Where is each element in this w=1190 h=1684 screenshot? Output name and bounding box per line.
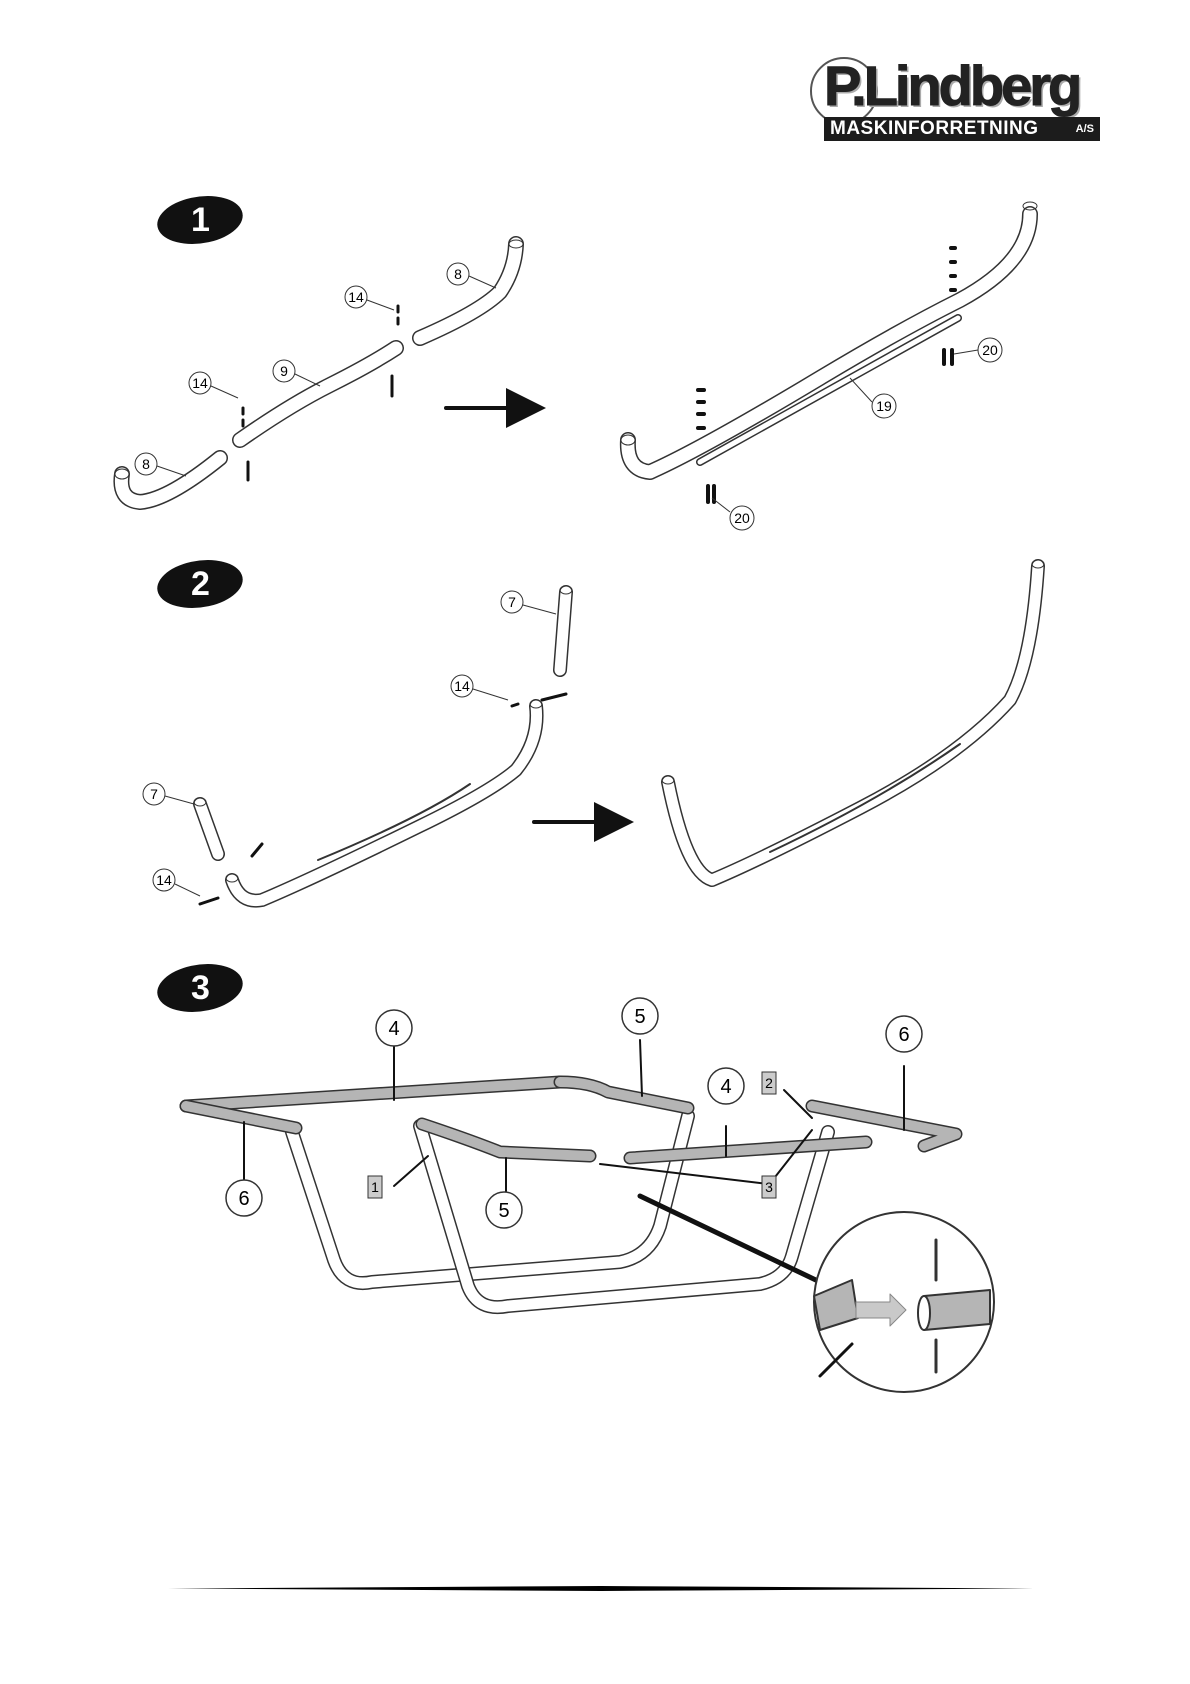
tube-part-9 xyxy=(240,348,396,440)
svg-text:20: 20 xyxy=(734,510,750,526)
svg-text:14: 14 xyxy=(156,872,172,888)
svg-text:19: 19 xyxy=(876,398,892,414)
tag-1: 1 xyxy=(368,1176,382,1198)
svg-text:4: 4 xyxy=(720,1076,731,1098)
callout-14-right: 14 xyxy=(451,675,508,700)
callout-8-right: 8 xyxy=(447,263,496,288)
bottom-rule xyxy=(168,1586,1034,1591)
step-1-diagram xyxy=(115,202,1037,502)
svg-text:6: 6 xyxy=(898,1024,909,1046)
top-rail-part-5-back xyxy=(560,1082,688,1108)
step-2-assembled xyxy=(662,560,1044,880)
callout-6-right: 6 xyxy=(886,1016,922,1052)
svg-text:5: 5 xyxy=(634,1006,645,1028)
detail-inset xyxy=(814,1212,994,1392)
svg-text:2: 2 xyxy=(765,1075,773,1091)
svg-text:7: 7 xyxy=(150,786,158,802)
callout-14-left: 14 xyxy=(189,372,238,398)
svg-text:3: 3 xyxy=(765,1179,773,1195)
step-1-assembled xyxy=(621,202,1037,472)
top-rail-part-4-front xyxy=(630,1142,866,1158)
callout-14-right: 14 xyxy=(345,286,394,310)
callouts-step-2: 7 14 7 14 xyxy=(143,591,556,896)
svg-text:14: 14 xyxy=(348,289,364,305)
callout-5-back: 5 xyxy=(622,998,658,1034)
svg-text:1: 1 xyxy=(371,1179,379,1195)
callout-20-right: 20 xyxy=(954,338,1002,362)
svg-text:7: 7 xyxy=(508,594,516,610)
leader-lines-step-3 xyxy=(244,1040,904,1196)
callout-7-left: 7 xyxy=(143,783,194,805)
callout-9: 9 xyxy=(273,360,320,386)
step-3-diagram xyxy=(186,1040,994,1392)
svg-text:14: 14 xyxy=(454,678,470,694)
svg-text:9: 9 xyxy=(280,363,288,379)
top-rail-part-4-back xyxy=(186,1082,560,1106)
callout-14-left: 14 xyxy=(153,869,200,896)
step-2-frame xyxy=(226,700,542,901)
callout-6-left: 6 xyxy=(226,1180,262,1216)
callout-7-right: 7 xyxy=(501,591,556,614)
tube-part-8-left xyxy=(115,458,220,502)
top-rail-part-5-front xyxy=(422,1124,590,1156)
tag-3: 3 xyxy=(762,1176,776,1198)
tag-2: 2 xyxy=(762,1072,776,1094)
svg-text:6: 6 xyxy=(238,1188,249,1210)
tube-part-7-upright-left xyxy=(194,798,218,854)
callout-4-front: 4 xyxy=(708,1068,744,1104)
svg-text:4: 4 xyxy=(388,1018,399,1040)
callout-4-back: 4 xyxy=(376,1010,412,1046)
svg-text:8: 8 xyxy=(142,456,150,472)
svg-text:5: 5 xyxy=(498,1200,509,1222)
tube-part-8-right xyxy=(420,240,523,338)
tube-part-7-upright-right xyxy=(560,586,572,670)
callouts-step-1: 8 14 9 14 8 20 19 20 xyxy=(135,263,1002,530)
callout-5-front: 5 xyxy=(486,1192,522,1228)
top-rail-part-6-left xyxy=(186,1106,296,1128)
step-2-diagram xyxy=(194,560,1044,904)
svg-text:8: 8 xyxy=(454,266,462,282)
svg-text:14: 14 xyxy=(192,375,208,391)
callout-20-left: 20 xyxy=(712,498,754,530)
callout-8-left: 8 xyxy=(135,453,186,476)
callout-19: 19 xyxy=(850,378,896,418)
bolt-set-step-2 xyxy=(200,694,566,904)
svg-text:20: 20 xyxy=(982,342,998,358)
